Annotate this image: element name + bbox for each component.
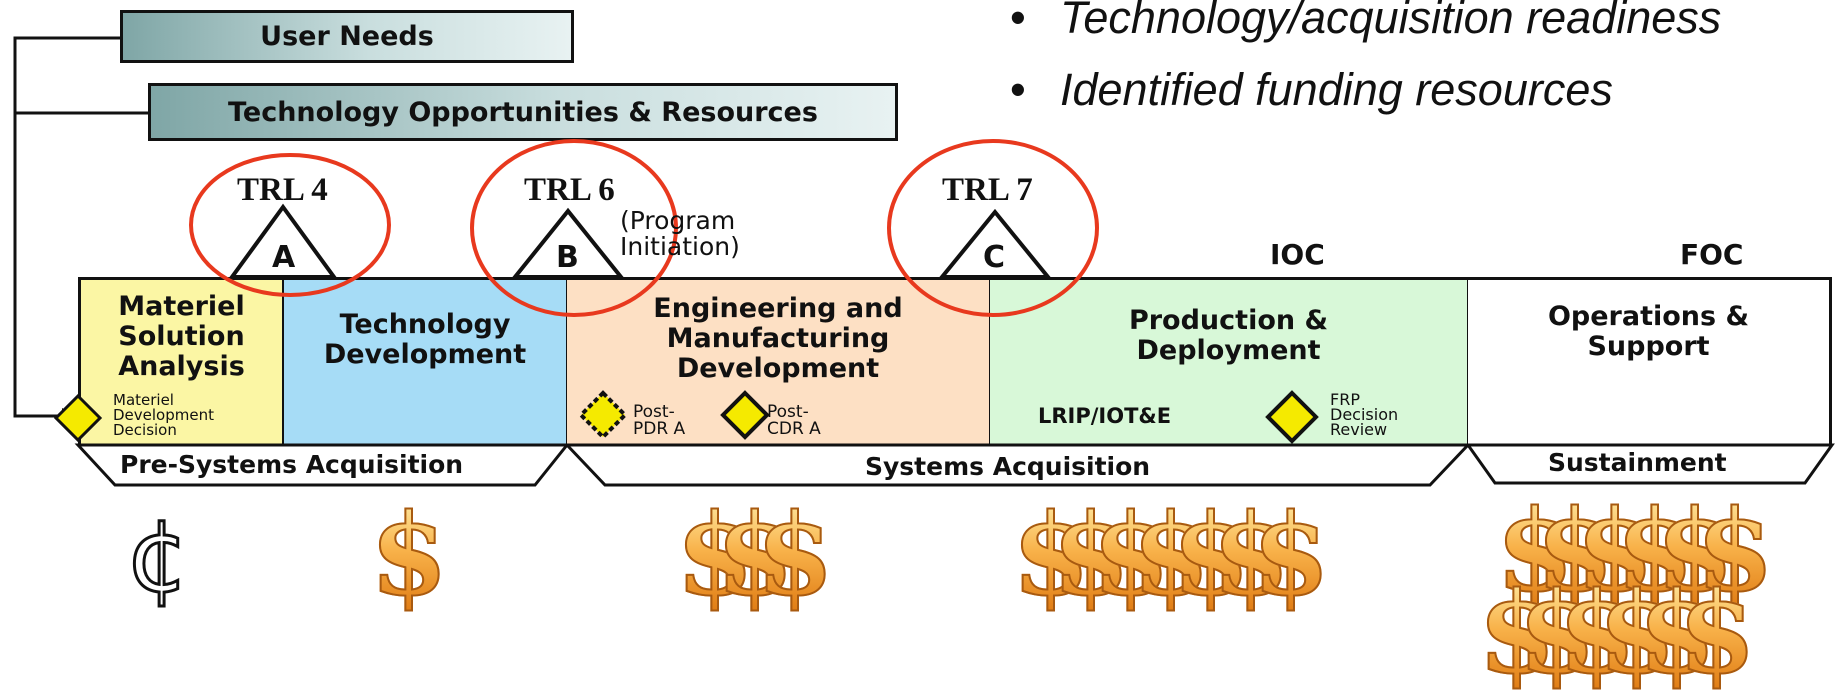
milestone-a-triangle	[228, 203, 338, 279]
pre-systems-acquisition-label: Pre-Systems Acquisition	[120, 450, 464, 479]
dollar-sign-icon: $	[1517, 568, 1597, 699]
milestone-b-label: B	[556, 240, 579, 275]
dollar-sign-icon: $	[1615, 486, 1695, 617]
dollar-sign-icon: $	[1011, 490, 1091, 621]
technology-opportunities-box: Technology Opportunities & Resources	[148, 83, 898, 141]
phase-technology-development: Technology Development	[284, 277, 569, 447]
mdd-diamond-icon	[53, 393, 103, 443]
phase-title: Materiel Solution Analysis	[118, 291, 245, 383]
frp-decision-review-label: FRP Decision Review	[1330, 390, 1399, 439]
frp-diamond-icon	[1265, 390, 1319, 444]
dollar-sign-icon: $	[1655, 486, 1735, 617]
phase-operations-support: Operations & Support	[1468, 277, 1832, 447]
phase-title: Engineering and Manufacturing Developmen…	[653, 293, 903, 385]
milestone-b-triangle	[510, 207, 626, 279]
phase-title: Technology Development	[323, 309, 527, 371]
bullet-item: •Technology/acquisition readiness	[1010, 0, 1722, 43]
user-needs-box: User Needs	[120, 10, 574, 63]
dollar-sign-icon: $	[1677, 568, 1757, 699]
post-cdr-diamond-icon	[720, 390, 770, 440]
dollar-sign-icon: $	[675, 490, 755, 621]
sustainment-label: Sustainment	[1548, 448, 1727, 477]
bracket-systems	[563, 443, 1472, 487]
trl4-circle	[189, 153, 391, 297]
bracket-sustainment	[1465, 443, 1835, 485]
phase-engineering-manufacturing-development: Engineering and Manufacturing Developmen…	[567, 277, 992, 447]
trl6-label: TRL 6	[524, 172, 615, 208]
dollar-sign-icon: $	[1211, 490, 1291, 621]
phase-title: Production & Deployment	[1128, 305, 1329, 367]
systems-acquisition-label: Systems Acquisition	[865, 452, 1151, 481]
milestone-c-triangle	[937, 208, 1053, 279]
bracket-pre-systems	[74, 443, 571, 487]
dollar-sign-icon: $	[1557, 568, 1637, 699]
dollar-sign-icon: $	[755, 490, 835, 621]
dollar-sign-icon: $	[1251, 490, 1331, 621]
dollar-sign-icon: $	[1575, 486, 1655, 617]
milestone-c-label: C	[983, 240, 1006, 275]
dollar-sign-icon: $	[1695, 486, 1775, 617]
post-cdr-label: Post- CDR A	[767, 402, 821, 439]
dollar-sign-icon: $	[1131, 490, 1211, 621]
dollar-sign-icon: $	[715, 490, 795, 621]
phase-title: Operations & Support	[1547, 301, 1750, 363]
foc-label: FOC	[1680, 238, 1744, 271]
lrip-label: LRIP/IOT&E	[1038, 404, 1172, 428]
ioc-label: IOC	[1270, 238, 1325, 271]
trl6-circle	[470, 139, 678, 317]
dollar-sign-icon: $	[1535, 486, 1615, 617]
dollar-sign-icon: $	[1091, 490, 1171, 621]
post-pdr-diamond-icon	[578, 390, 628, 440]
bullet-item: •Identified funding resources	[1010, 64, 1613, 115]
dollar-sign-icon: $	[369, 490, 449, 621]
criteria-bullet-list: •Technology/acquisition readiness •Ident…	[1010, 0, 1721, 132]
dollar-sign-icon: $	[1637, 568, 1717, 699]
dollar-sign-icon: $	[1477, 568, 1557, 699]
program-initiation-label: (Program Initiation)	[620, 206, 740, 261]
milestone-a-label: A	[272, 240, 296, 275]
trl4-label: TRL 4	[237, 172, 328, 208]
materiel-development-decision-label: Materiel Development Decision	[113, 391, 214, 439]
trl7-label: TRL 7	[942, 172, 1033, 208]
dollar-sign-icon: $	[1495, 486, 1575, 617]
post-pdr-label: Post- PDR A	[633, 402, 686, 439]
dollar-sign-icon: $	[1597, 568, 1677, 699]
dollar-sign-icon: $	[1171, 490, 1251, 621]
trl7-circle	[887, 139, 1099, 317]
cent-symbol-icon: ¢	[125, 497, 192, 617]
phase-materiel-solution-analysis: Materiel Solution Analysis	[78, 277, 285, 447]
dollar-sign-icon: $	[1051, 490, 1131, 621]
